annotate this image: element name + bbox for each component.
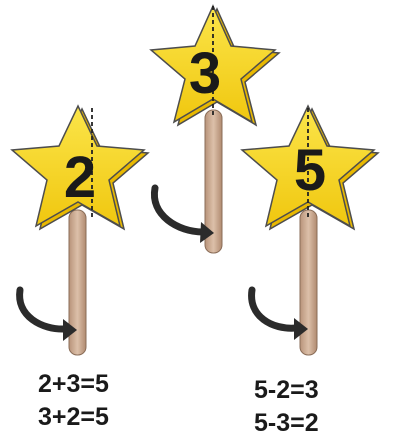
curved-arrow-icon [154, 188, 203, 232]
equation-addition-1: 2+3=5 [38, 371, 109, 397]
wand-number: 5 [294, 138, 326, 203]
wand-number: 2 [64, 145, 96, 210]
equation-subtraction-1: 5-2=3 [254, 377, 319, 403]
wand-2: 2 [12, 106, 148, 355]
equation-subtraction-2: 5-3=2 [254, 410, 319, 436]
equation-addition-2: 3+2=5 [38, 404, 109, 430]
wand-3: 3 [151, 6, 279, 253]
curved-arrow-icon [20, 290, 65, 329]
wand-5: 5 [242, 106, 378, 355]
curved-arrow-icon [252, 290, 296, 328]
wand-number: 3 [189, 41, 221, 106]
